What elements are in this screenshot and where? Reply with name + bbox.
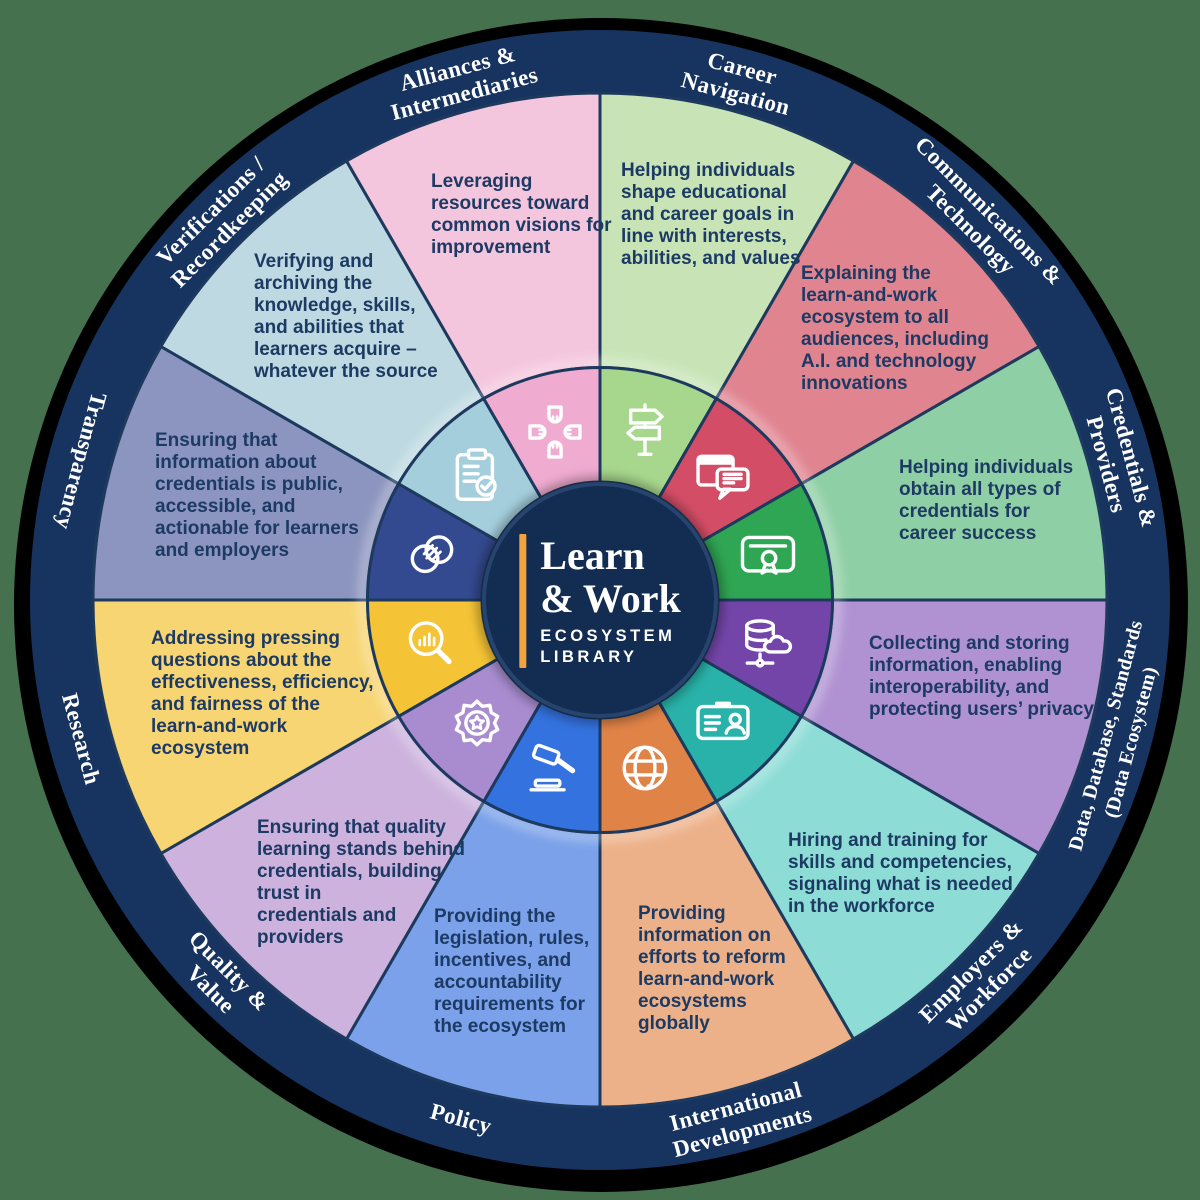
id-card-icon bbox=[696, 701, 750, 741]
database-cloud-icon bbox=[745, 619, 793, 668]
certificate-icon bbox=[740, 535, 796, 575]
badge-star-icon bbox=[454, 699, 500, 747]
magnifier-chart-icon bbox=[408, 621, 452, 665]
description-policy: Providing the legislation, rules, incent… bbox=[434, 906, 590, 1037]
description-international-developments: Providing information on efforts to refo… bbox=[638, 903, 786, 1034]
logo-subtitle-line1: ECOSYSTEM bbox=[540, 627, 676, 645]
center-logo: Learn & Work ECOSYSTEM LIBRARY bbox=[519, 534, 681, 668]
inner-ring-glow bbox=[358, 358, 842, 842]
description-research: Addressing pressing questions about the … bbox=[151, 628, 374, 759]
description-verifications-recordkeeping: Verifying and archiving the knowledge, s… bbox=[254, 251, 438, 382]
chat-window-icon bbox=[696, 454, 750, 500]
description-employers-workforce: Hiring and training for skills and compe… bbox=[788, 830, 1013, 917]
globe-icon bbox=[622, 745, 668, 791]
logo-title-line2: & Work bbox=[540, 576, 681, 621]
gavel-icon bbox=[529, 743, 576, 792]
clipboard-check-icon bbox=[455, 448, 497, 501]
joined-hands-icon bbox=[528, 405, 582, 459]
venn-diagram-icon bbox=[410, 535, 454, 574]
logo-subtitle-line2: LIBRARY bbox=[540, 648, 638, 666]
description-credentials-providers: Helping individuals obtain all types of … bbox=[899, 457, 1074, 544]
description-career-navigation: Helping individuals shape educational an… bbox=[621, 160, 801, 269]
logo-title-line1: Learn bbox=[540, 533, 645, 578]
logo-accent-bar bbox=[519, 534, 527, 668]
signpost-icon bbox=[626, 403, 664, 456]
center-circle bbox=[482, 482, 718, 718]
description-quality-value: Ensuring that quality learning stands be… bbox=[257, 817, 465, 948]
description-alliances-intermediaries: Leveraging resources toward common visio… bbox=[431, 171, 612, 258]
description-transparency: Ensuring that information about credenti… bbox=[155, 430, 359, 561]
logo-text: Learn & Work ECOSYSTEM LIBRARY bbox=[540, 534, 680, 668]
description-communications-technology: Explaining the learn-and-work ecosystem … bbox=[801, 263, 989, 394]
description-data-database-standards: Collecting and storing information, enab… bbox=[869, 633, 1094, 720]
